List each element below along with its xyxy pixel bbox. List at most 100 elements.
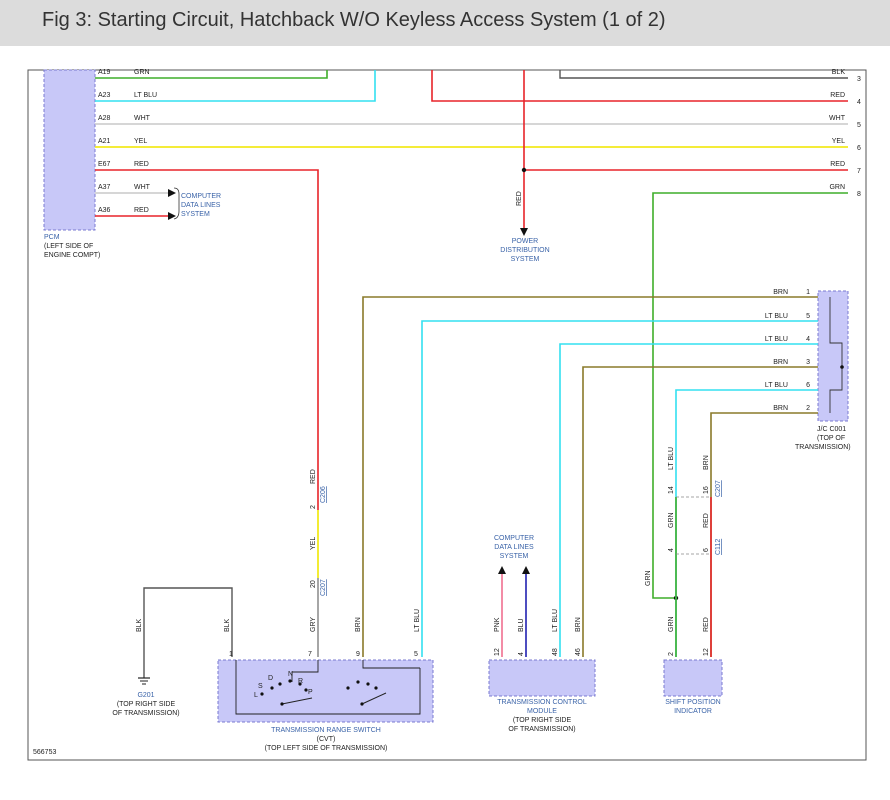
wire-label: BRN [703, 455, 710, 470]
arrow-up-icon [522, 566, 530, 574]
title-bar: Fig 3: Starting Circuit, Hatchback W/O K… [0, 0, 890, 46]
pcm-location-2: ENGINE COMPT) [44, 252, 100, 259]
c207-pin: 16 [703, 486, 710, 494]
pcm-pin: A19 [98, 69, 111, 76]
jc-pin: 1 [806, 289, 810, 296]
pcm-module [43, 69, 96, 231]
right-wire-num: 3 [857, 76, 861, 83]
trs-contact-arm [281, 697, 313, 705]
pcm-wire-color: WHT [134, 184, 151, 191]
wire-label: BLK [136, 618, 143, 632]
arrow-down-icon [520, 228, 528, 236]
power-dist-label: POWER [512, 238, 538, 245]
wire-brn-jc1 [362, 296, 818, 657]
shift-position-indicator [663, 659, 723, 697]
tcm-cdl-label: SYSTEM [500, 553, 529, 560]
g201-label: G201 [137, 692, 154, 699]
wire-ltblu-a23 [95, 70, 376, 102]
cdl-label: DATA LINES [181, 202, 221, 209]
diagram-frame [27, 69, 867, 761]
trs-contact [366, 682, 370, 686]
right-wire-color: WHT [829, 115, 846, 122]
wire-red-4 [431, 70, 848, 102]
trs-contact [260, 692, 264, 696]
spi-label: SHIFT POSITION [665, 699, 721, 706]
c112-pin: 6 [703, 548, 710, 552]
wire-label: RED [703, 513, 710, 528]
tcm-label: OF TRANSMISSION) [508, 726, 575, 733]
pcm-wire-color: GRN [134, 69, 150, 76]
cdl-label: SYSTEM [181, 211, 210, 218]
jc-pin: 5 [806, 313, 810, 320]
tcm-pin: 46 [575, 648, 582, 656]
right-wire-num: 6 [857, 145, 861, 152]
wire-brn-jc3 [582, 366, 818, 657]
c206-label: C206 [320, 486, 327, 503]
wire-blk-3 [559, 70, 848, 79]
tcm-cdl-label: DATA LINES [494, 544, 534, 551]
transmission-range-switch [217, 659, 434, 723]
jc-pin: 3 [806, 359, 810, 366]
spi-label: INDICATOR [674, 708, 712, 715]
trs-position: P [308, 689, 313, 696]
trs-contact [288, 679, 292, 683]
right-wire-color: BLK [832, 69, 846, 76]
trs-contact [280, 702, 284, 706]
pcm-pin: A21 [98, 138, 111, 145]
trs-contact [278, 682, 282, 686]
tcm-pin: 4 [518, 652, 525, 656]
arrow-up-icon [498, 566, 506, 574]
c206-pin: 2 [310, 505, 317, 509]
tcm-label: (TOP RIGHT SIDE [513, 717, 572, 724]
pcm-pin: A23 [98, 92, 111, 99]
wire-label: RED [703, 617, 710, 632]
trs-contact [360, 702, 364, 706]
trs-label: (CVT) [317, 736, 336, 743]
c207-label: C207 [320, 579, 327, 596]
tcm-cdl-label: COMPUTER [494, 535, 534, 542]
trs-contact [356, 680, 360, 684]
right-wire-color: RED [830, 161, 845, 168]
right-wire-num: 7 [857, 168, 861, 175]
wire-grn-8 [652, 192, 848, 599]
brace-icon [173, 187, 180, 220]
wire-ltblu-jc5 [421, 320, 818, 657]
splice-dot [840, 365, 844, 369]
cdl-label: COMPUTER [181, 193, 221, 200]
trs-internal-wire [291, 660, 319, 682]
power-dist-label: SYSTEM [511, 256, 540, 263]
c112-label: C112 [715, 539, 722, 555]
pcm-location-1: (LEFT SIDE OF [44, 243, 93, 250]
wire-label: YEL [310, 537, 317, 550]
right-wire-color: GRN [829, 184, 845, 191]
trs-position: S [258, 683, 263, 690]
wire-label: BLU [518, 618, 525, 632]
jc-wire-color: BRN [773, 405, 788, 412]
wire-label: GRY [310, 617, 317, 632]
trs-contact [304, 688, 308, 692]
jc-pin: 2 [806, 405, 810, 412]
trs-label: (TOP LEFT SIDE OF TRANSMISSION) [265, 745, 388, 752]
trs-pin: 7 [308, 651, 312, 658]
jc-label: TRANSMISSION) [795, 444, 851, 451]
wire-ltblu-jc6 [675, 389, 818, 657]
right-wire-num: 4 [857, 99, 861, 106]
jc-pin: 6 [806, 382, 810, 389]
trs-position: D [268, 675, 273, 682]
right-wire-color: YEL [832, 138, 845, 145]
figure-id: 566753 [33, 749, 56, 756]
jc-wire-color: BRN [773, 359, 788, 366]
jc-wire-color: LT BLU [765, 313, 788, 320]
wire-label: BRN [575, 617, 582, 632]
wire-label: GRN [668, 616, 675, 632]
wire-label: LT BLU [414, 609, 421, 632]
pcm-pin: A37 [98, 184, 111, 191]
wire-red-e67 [95, 169, 319, 510]
pcm-pin: A36 [98, 207, 111, 214]
jc-wire-color: LT BLU [765, 382, 788, 389]
wire-blk-ground [143, 587, 233, 678]
trs-pin: 1 [229, 651, 233, 658]
right-wire-num: 5 [857, 122, 861, 129]
